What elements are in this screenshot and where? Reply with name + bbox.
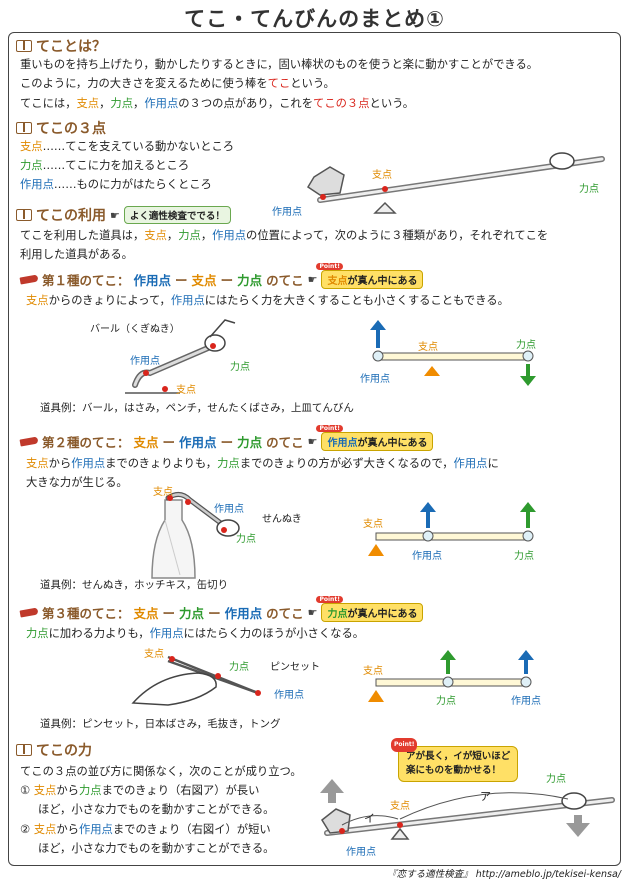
fig-distance-a: ア [480, 790, 491, 803]
type2-heading: 第２種のてこ：支点ー作用点ー力点のてこ ☛ Point!作用点が真ん中にある [19, 425, 434, 451]
crowbar-tool-label: バール（くぎぬき） [90, 324, 180, 335]
fig-effort-label: 力点 [579, 184, 599, 195]
tweezers-load-label: 作用点 [274, 690, 304, 701]
section-heading-what-is-lever: てことは？ [16, 36, 106, 56]
effort-definition: 力点……てこに力を加えるところ [20, 159, 190, 172]
tip-bubble: Point! アが長く，イが短いほど 楽にものを動かせる！ [391, 738, 519, 782]
s1-line3: てこには，支点，力点，作用点の３つの点があり，これをてこの３点という。 [20, 97, 415, 110]
type2-point-badge: Point!作用点が真ん中にある [316, 425, 434, 451]
section-heading-lever-force: てこの力 [16, 740, 92, 760]
type1-diag-effort: 力点 [516, 340, 536, 351]
type1-examples: 道具例：バール，はさみ，ペンチ，せんたくばさみ，上皿てんびん [40, 402, 354, 414]
fig4-load-label: 作用点 [346, 847, 376, 858]
section-heading-text: てこの利用 [36, 208, 106, 224]
fig-distance-i: イ [364, 812, 375, 825]
tweezers-effort-label: 力点 [229, 662, 249, 673]
type2-diag-effort: 力点 [514, 551, 534, 562]
type2-examples: 道具例：せんぬき，ホッチキス，缶切り [40, 579, 229, 591]
load-definition: 作用点……ものに力がはたらくところ [20, 178, 212, 191]
type2-diag-fulcrum: 支点 [363, 519, 383, 530]
type3-heading: 第３種のてこ：支点ー力点ー作用点のてこ ☛ Point!力点が真ん中にある [19, 596, 424, 622]
s1-line1: 重いものを持ち上げたり，動かしたりするときに，固い棒状のものを使うと楽に動かすこ… [20, 58, 539, 71]
tweezers-fulcrum-label: 支点 [144, 649, 164, 660]
type2-description: 支点から作用点までのきょりよりも，力点までのきょりの方が必ず大きくなるので，作用… [26, 457, 499, 470]
type1-point-badge: Point!支点が真ん中にある [316, 263, 424, 289]
book-icon [16, 744, 32, 756]
type1-heading: 第１種のてこ：作用点ー支点ー力点のてこ ☛ Point!支点が真ん中にある [19, 263, 424, 289]
book-icon [16, 122, 32, 134]
lever-force-illustration [320, 779, 615, 840]
lever-illustration [306, 152, 605, 214]
pencil-icon [19, 607, 39, 618]
pointing-hand-icon: ☛ [307, 273, 318, 286]
type3-point-badge: Point!力点が真ん中にある [316, 596, 424, 622]
crowbar-fulcrum-label: 支点 [176, 385, 196, 396]
type1-diagram [370, 320, 536, 386]
type2-diag-load: 作用点 [412, 551, 442, 562]
type1-diag-fulcrum: 支点 [418, 342, 438, 353]
pencil-icon [19, 274, 39, 285]
s3-line1: てこを利用した道具は，支点，力点，作用点の位置によって，次のように３種類があり，… [20, 229, 549, 242]
type3-diag-fulcrum: 支点 [363, 666, 383, 677]
s3-line2: 利用した道具がある。 [20, 248, 133, 261]
type3-description: 力点に加わる力よりも，作用点にはたらく力のほうが小さくなる。 [26, 627, 365, 640]
tweezers-tool-label: ピンセット [270, 662, 320, 673]
tweezers-illustration [131, 655, 261, 706]
book-icon [16, 209, 32, 221]
pointing-hand-icon: ☛ [110, 208, 120, 222]
pointing-hand-icon: ☛ [307, 606, 318, 619]
crowbar-load-label: 作用点 [130, 356, 160, 367]
section-heading-three-points: てこの３点 [16, 118, 106, 138]
opener-load-label: 作用点 [214, 504, 244, 515]
crowbar-effort-label: 力点 [230, 362, 250, 373]
fig4-effort-label: 力点 [546, 774, 566, 785]
section-heading-text: てことは？ [36, 39, 106, 55]
content-frame [8, 32, 621, 866]
page-title: てこ・てんびんのまとめ① [184, 7, 445, 31]
type3-diag-effort: 力点 [436, 696, 456, 707]
fig4-fulcrum-label: 支点 [390, 801, 410, 812]
fig-load-label: 作用点 [272, 207, 302, 218]
fig-fulcrum-label: 支点 [372, 170, 392, 181]
s4-item2-line1: ② 支点から作用点までのきょり（右図イ）が短い [20, 823, 271, 836]
s4-item1-line1: ① 支点から力点までのきょり（右図ア）が長い [20, 784, 260, 797]
s4-item1-line2: ほど，小さな力でものを動かすことができる。 [38, 803, 275, 816]
pointing-hand-icon: ☛ [307, 435, 318, 448]
footer-credit: 『恋する適性検査』 http://ameblo.jp/tekisei-kensa… [387, 869, 621, 880]
s4-item2-line2: ほど，小さな力でものを動かすことができる。 [38, 842, 275, 855]
exam-tip-badge: よく適性検査ででる！ [123, 206, 231, 224]
type3-examples: 道具例：ピンセット，日本ばさみ，毛抜き，トング [40, 718, 281, 730]
opener-effort-label: 力点 [236, 534, 256, 545]
s1-line2: このように，力の大きさを変えるために使う棒をてこという。 [20, 77, 335, 90]
crowbar-illustration [125, 319, 236, 394]
opener-fulcrum-label: 支点 [153, 487, 173, 498]
fulcrum-definition: 支点……てこを支えている動かないところ [20, 140, 235, 153]
s4-line1: てこの３点の並び方に関係なく，次のことが成り立つ。 [20, 765, 302, 778]
pencil-icon [19, 436, 39, 447]
opener-tool-label: せんぬき [262, 514, 302, 525]
section-heading-lever-use: てこの利用 ☛ よく適性検査ででる！ [16, 205, 231, 225]
type1-diag-load: 作用点 [360, 374, 390, 385]
section-heading-text: てこの３点 [36, 121, 106, 137]
type2-description-line2: 大きな力が生じる。 [26, 476, 128, 489]
type3-diag-load: 作用点 [511, 696, 541, 707]
book-icon [16, 40, 32, 52]
bottle-opener-illustration [151, 492, 240, 579]
type1-description: 支点からのきょりによって，作用点にはたらく力を大きくすることも小さくすることもで… [26, 294, 509, 307]
type3-diagram [368, 650, 534, 702]
type2-diagram [368, 502, 536, 556]
section-heading-text: てこの力 [36, 743, 92, 759]
